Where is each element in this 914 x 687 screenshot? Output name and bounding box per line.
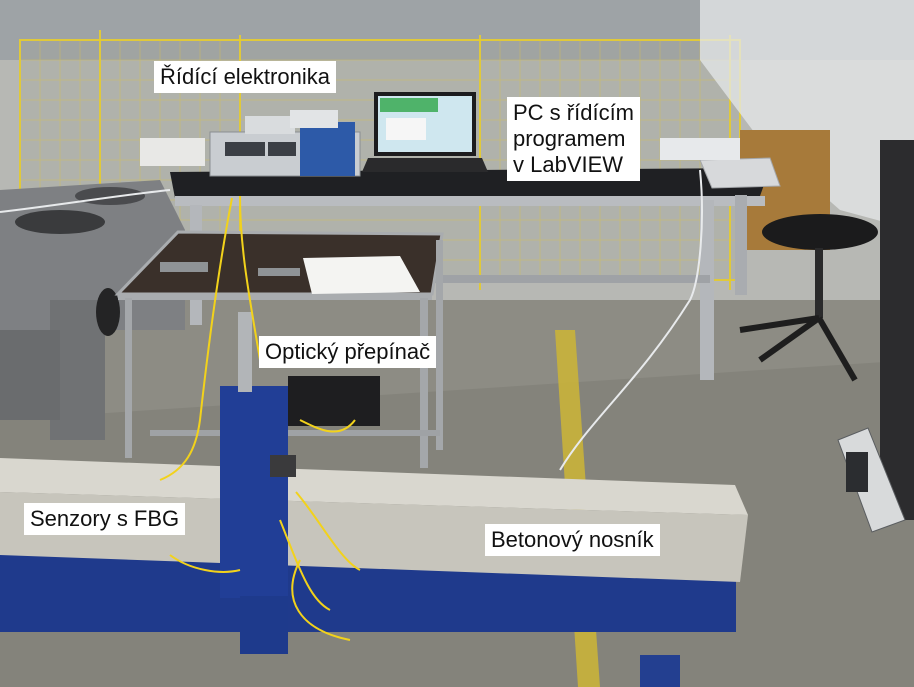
- label-pc-line-1: PC s řídícím: [513, 100, 635, 125]
- label-fbg-sensors: Senzory s FBG: [24, 503, 186, 535]
- office-chair: [739, 214, 878, 382]
- label-control-electronics: Řídící elektronika: [154, 61, 336, 93]
- label-pc-line-3: v LabVIEW: [513, 152, 624, 177]
- loading-frame: [220, 312, 296, 654]
- label-pc-labview: PC s řídícím programem v LabVIEW: [507, 97, 641, 181]
- plastic-cover: [700, 0, 914, 230]
- label-optical-switch: Optický přepínač: [259, 336, 437, 368]
- concrete-beam: [0, 458, 748, 582]
- control-electronics: [140, 110, 361, 177]
- floor-instrument: [837, 427, 906, 533]
- optical-fibers: [159, 195, 361, 641]
- label-concrete-beam: Betonový nosník: [485, 524, 660, 556]
- metal-cart: [114, 230, 444, 468]
- label-pc-line-2: programem: [513, 126, 626, 151]
- closed-laptop: [699, 157, 781, 189]
- laptop: [362, 92, 488, 172]
